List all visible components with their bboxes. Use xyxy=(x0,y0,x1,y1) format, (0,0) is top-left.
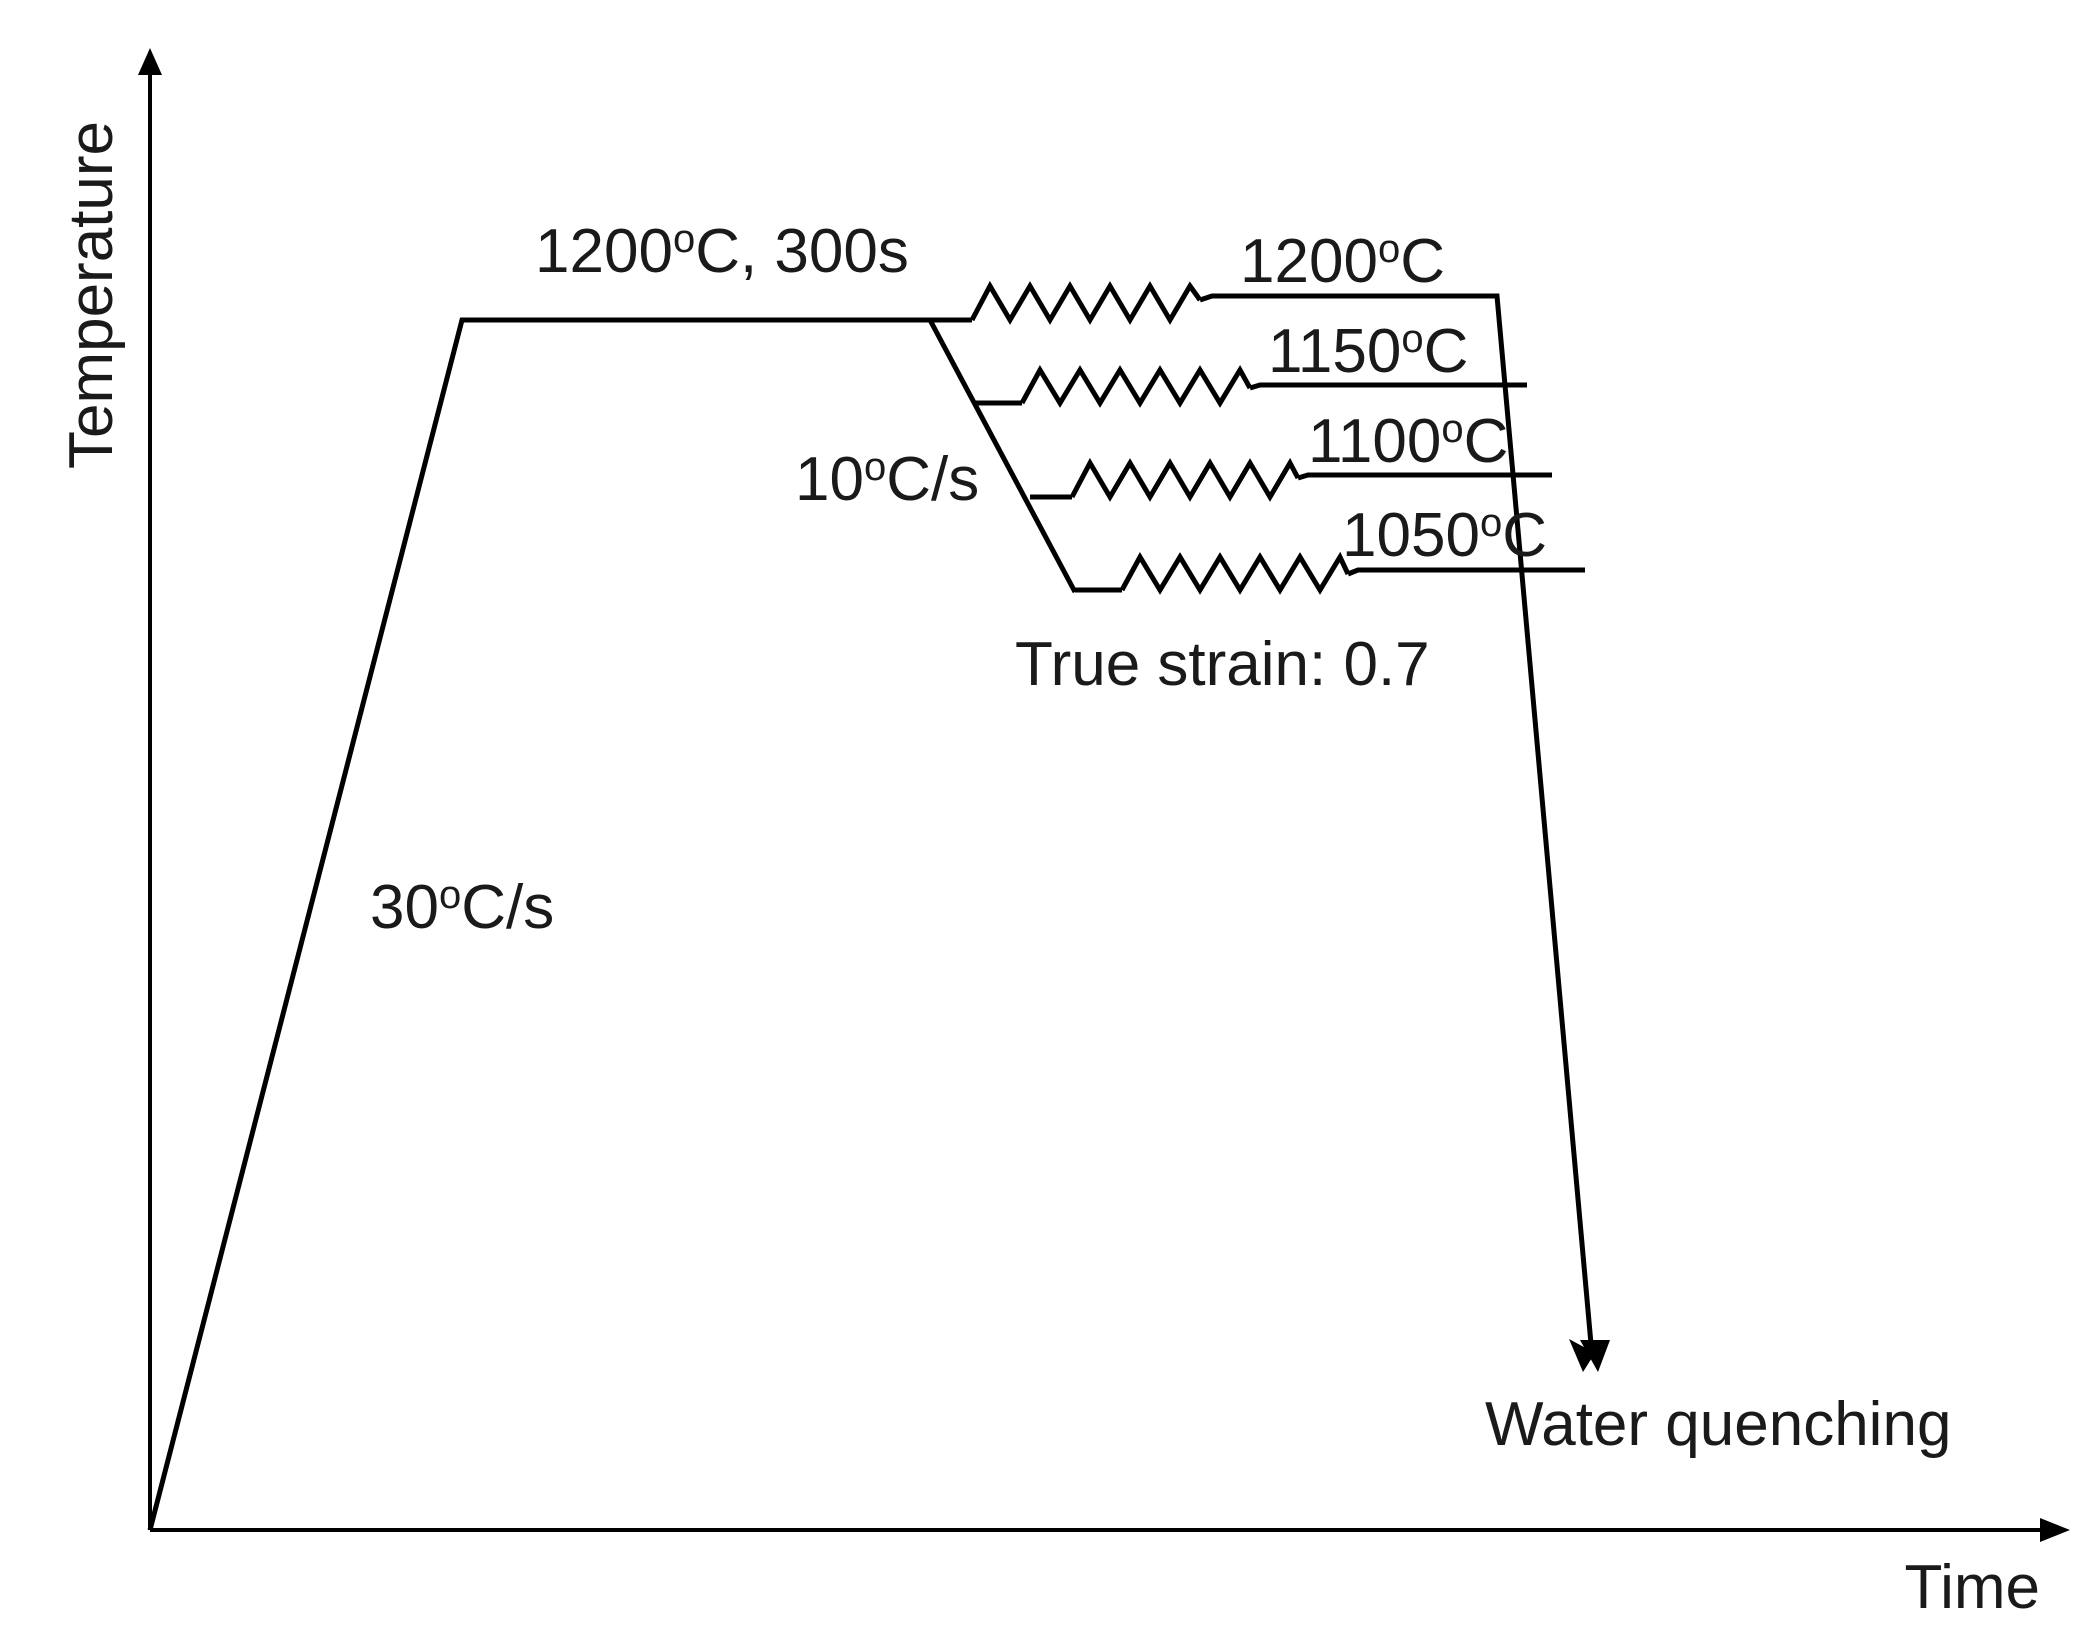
y-axis-label: Temperature xyxy=(57,121,126,469)
heating-rate-label: 30oC/s xyxy=(370,873,554,942)
deformation-temp-label-1200: 1200oC xyxy=(1240,227,1445,296)
deformation-temp-label-1100: 1100oC xyxy=(1308,407,1508,476)
spring-icon xyxy=(1069,457,1301,502)
deformation-temp-label-1050: 1050oC xyxy=(1342,501,1547,570)
axes: Temperature Time xyxy=(57,48,2070,1622)
deformation-branch-1150 xyxy=(975,364,1527,408)
spring-icon xyxy=(1019,364,1253,408)
x-axis-label: Time xyxy=(1905,1553,2040,1622)
deformation-branch-1050 xyxy=(1075,551,1585,595)
x-axis-arrow-icon xyxy=(2040,1518,2070,1542)
cooling-rate-label: 10oC/s xyxy=(795,445,979,514)
quench-arrowhead-icon xyxy=(1580,1340,1610,1372)
spring-icon xyxy=(969,280,1203,325)
deformation-branch-1100 xyxy=(1030,457,1552,502)
quench-arrow-icon xyxy=(1569,1339,1595,1372)
deformation-temp-label-1150: 1150oC xyxy=(1268,317,1468,386)
annotations: 1200oC, 300s 1200oC 1150oC 1100oC 1050oC… xyxy=(370,217,1951,1459)
true-strain-label: True strain: 0.7 xyxy=(1015,630,1430,699)
deformation-branch-1200 xyxy=(930,280,1595,1356)
water-quenching-label: Water quenching xyxy=(1485,1390,1951,1459)
y-axis-arrow-icon xyxy=(138,48,162,75)
heating-and-soak-line xyxy=(147,317,930,1531)
cooling-line xyxy=(927,318,1078,594)
soak-label: 1200oC, 300s xyxy=(535,217,909,286)
spring-icon xyxy=(1119,551,1351,595)
process-path xyxy=(147,280,1610,1531)
